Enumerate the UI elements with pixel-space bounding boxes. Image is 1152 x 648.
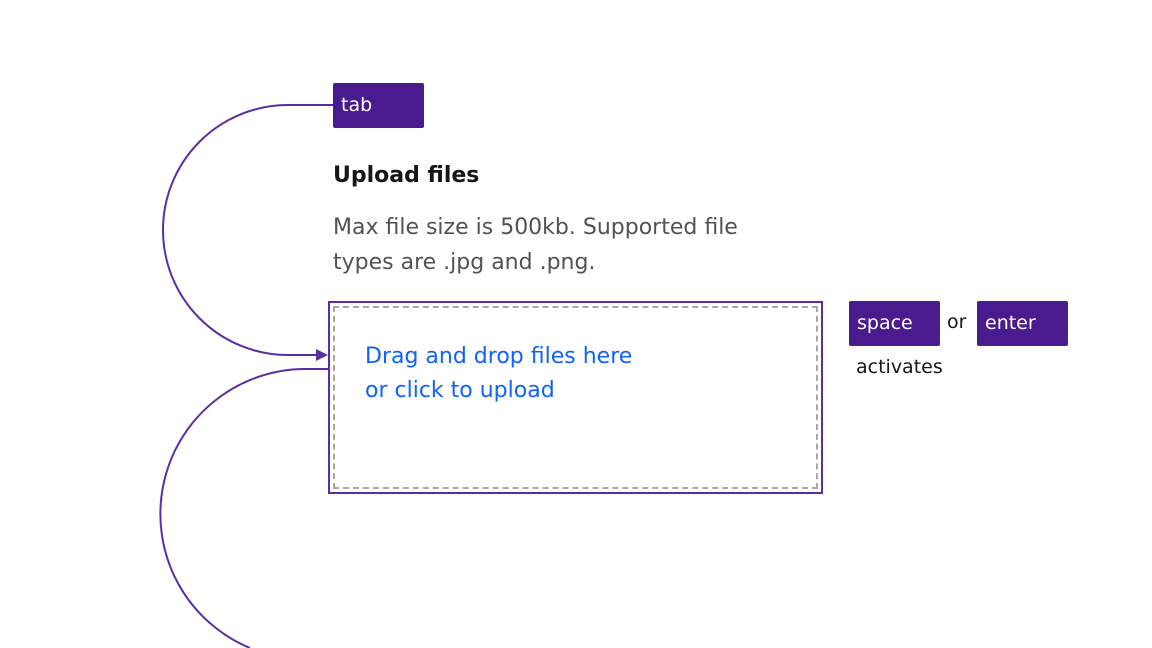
dropzone-label: Drag and drop files here or click to upl…	[365, 340, 632, 408]
dropzone-line-1: Drag and drop files here	[365, 344, 633, 369]
dropzone-focus-outline	[328, 301, 823, 494]
upload-title: Upload files	[333, 163, 480, 188]
upload-description: Max file size is 500kb. Supported file t…	[333, 215, 738, 275]
arrowhead-icon	[316, 349, 328, 361]
tab-to-dropzone-arrow	[162, 104, 333, 356]
tab-key-badge: tab	[333, 83, 424, 128]
dropzone-to-next-connector	[159, 368, 328, 648]
activates-label: activates	[856, 356, 943, 378]
enter-key-badge: enter	[977, 301, 1068, 346]
file-dropzone[interactable]: Drag and drop files here or click to upl…	[333, 306, 818, 489]
or-label: or	[947, 311, 967, 333]
dropzone-line-2: or click to upload	[365, 378, 555, 403]
space-key-badge: space	[849, 301, 940, 346]
